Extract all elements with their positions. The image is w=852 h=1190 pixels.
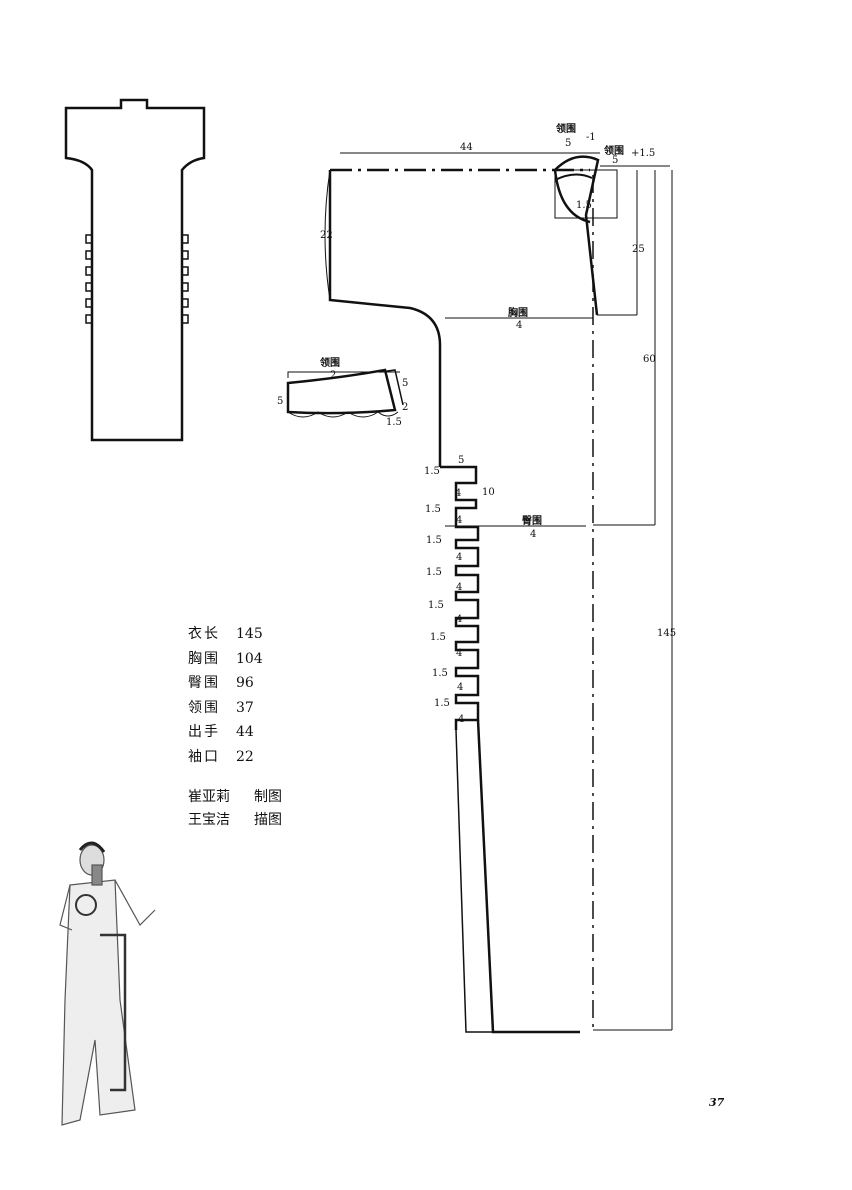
placket-tab: 4 (456, 552, 462, 563)
spec-value: 145 (236, 626, 263, 642)
full-length-label: 145 (657, 628, 676, 639)
armhole-depth-label: 25 (632, 244, 645, 255)
placket-height: 10 (482, 487, 495, 498)
credits: 崔亚莉 制图 王宝洁 描图 (188, 786, 282, 832)
placket-top: 5 (458, 455, 464, 466)
spec-label: 臀围 (188, 675, 220, 691)
neck-plus: +1.5 (631, 148, 655, 159)
placket-step: 1.5 (425, 504, 441, 515)
placket-tab: 4 (456, 582, 462, 593)
credit-row: 崔亚莉 制图 (188, 786, 282, 809)
spec-value: 22 (236, 748, 254, 765)
collar-rise: 2 (402, 402, 408, 413)
collar-frac: 2 (330, 370, 336, 381)
garment-overview-sketch (64, 98, 206, 442)
collar-height-right: 5 (402, 378, 408, 389)
spec-value: 96 (236, 675, 254, 691)
measurement-spec-list: 衣长 145 胸围 104 臀围 96 领围 37 出手 44 袖口 22 (188, 622, 263, 769)
waist-length-label: 60 (643, 354, 656, 365)
chest-frac: 4 (516, 320, 522, 331)
placket-tab: 4 (456, 648, 462, 659)
credit-row: 王宝洁 描图 (188, 809, 282, 832)
hip-frac: 4 (530, 529, 536, 540)
credit-name: 崔亚莉 (188, 789, 230, 805)
spec-label: 领围 (188, 699, 220, 716)
placket-step: 1.5 (430, 632, 446, 643)
placket-tab: 4 (455, 488, 461, 499)
placket-tab: 4 (458, 714, 464, 725)
fashion-illustration (59, 841, 156, 1126)
spec-label: 胸围 (188, 650, 220, 667)
collar-height-left: 5 (277, 396, 283, 407)
spec-row: 胸围 104 (188, 647, 263, 672)
placket-step: 1.5 (426, 567, 442, 578)
spec-label: 出手 (188, 724, 220, 740)
spec-row: 衣长 145 (188, 622, 263, 647)
collar-label: 领围 (320, 356, 340, 369)
credit-name: 王宝洁 (188, 812, 230, 828)
spec-value: 44 (236, 724, 254, 740)
placket-tab: 4 (456, 515, 462, 526)
page-number: 37 (709, 1096, 725, 1109)
placket-tab: 4 (456, 614, 462, 625)
placket-step: 1.5 (424, 466, 440, 477)
spec-label: 衣长 (188, 626, 220, 642)
sleeve-cuff-label: 22 (320, 230, 333, 241)
spec-value: 104 (236, 650, 263, 667)
hip-label: 臀围 (522, 515, 542, 527)
neck-minus: -1 (586, 132, 596, 143)
credit-role: 制图 (254, 789, 282, 805)
neck-label-1: 领围 (556, 122, 576, 135)
top-width-label: 44 (460, 142, 473, 153)
neck-frac-2: 5 (612, 155, 618, 166)
placket-step: 1.5 (426, 535, 442, 546)
collar-offset: 1.5 (386, 417, 402, 428)
neck-label-2: 领围 (604, 144, 624, 157)
spec-row: 出手 44 (188, 720, 263, 745)
placket-step: 1.5 (434, 698, 450, 709)
neck-frac-1: 5 (565, 138, 571, 149)
placket-step: 1.5 (432, 668, 448, 679)
placket-step: 1.5 (428, 600, 444, 611)
spec-value: 37 (236, 699, 254, 716)
credit-role: 描图 (254, 812, 282, 828)
spec-label: 袖口 (188, 748, 220, 765)
neck-depth: 1.5 (576, 200, 592, 211)
main-pattern (286, 152, 673, 1034)
chest-label: 胸围 (508, 306, 528, 319)
placket-tab: 4 (457, 682, 463, 693)
diagram-labels: 44 领围 5 -1 领围 5 +1.5 1.5 22 25 胸围 4 60 臀… (277, 122, 676, 725)
spec-row: 袖口 22 (188, 745, 263, 770)
spec-row: 领围 37 (188, 696, 263, 721)
spec-row: 臀围 96 (188, 671, 263, 696)
